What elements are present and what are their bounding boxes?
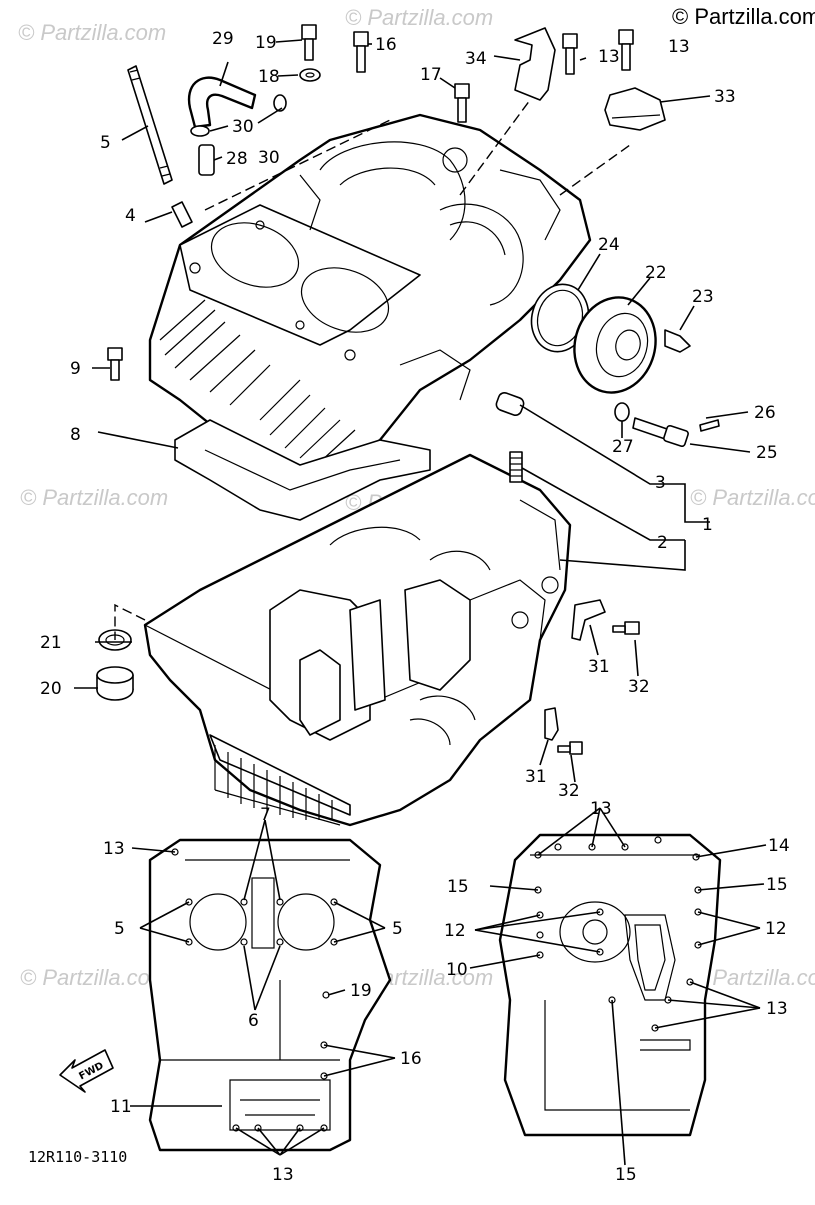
callout-3: 3 — [655, 473, 666, 493]
callout-14: 14 — [768, 836, 790, 856]
bolt — [618, 29, 634, 71]
callout-13: 13 — [598, 47, 620, 67]
bolt — [557, 741, 583, 755]
callout-25: 25 — [756, 443, 778, 463]
dowel-pin — [171, 201, 193, 228]
callout-5: 5 — [392, 919, 403, 939]
callout-4: 4 — [125, 206, 136, 226]
callout-31: 31 — [525, 767, 547, 787]
callout-15: 15 — [766, 875, 788, 895]
callout-32: 32 — [558, 781, 580, 801]
stud — [127, 65, 173, 185]
fwd-arrow-icon: FWD — [59, 1049, 114, 1093]
callout-5: 5 — [100, 133, 111, 153]
callout-12: 12 — [765, 919, 787, 939]
callout-12: 12 — [444, 921, 466, 941]
clamp — [571, 599, 606, 641]
bolt — [612, 621, 640, 635]
drain-plug — [96, 666, 134, 701]
callout-33: 33 — [714, 87, 736, 107]
callout-30: 30 — [258, 148, 280, 168]
callout-19: 19 — [350, 981, 372, 1001]
breather-pipe — [198, 144, 215, 176]
callout-9: 9 — [70, 359, 81, 379]
callout-24: 24 — [598, 235, 620, 255]
callout-18: 18 — [258, 67, 280, 87]
watermark: © Partzilla.com — [20, 485, 168, 510]
callout-1: 1 — [702, 515, 713, 535]
bolt — [107, 347, 123, 381]
callout-15: 15 — [447, 877, 469, 897]
callout-31: 31 — [588, 657, 610, 677]
callout-7: 7 — [260, 805, 271, 825]
diagram-code: 12R110-3110 — [28, 1148, 127, 1166]
callout-13: 13 — [103, 839, 125, 859]
callout-23: 23 — [692, 287, 714, 307]
callout-28: 28 — [226, 149, 248, 169]
callout-26: 26 — [754, 403, 776, 423]
drain-plug — [632, 417, 689, 448]
breather-hose — [187, 76, 257, 129]
hose-clip — [190, 125, 210, 137]
callout-11: 11 — [110, 1097, 132, 1117]
gasket — [174, 419, 431, 521]
gasket-washer — [614, 402, 630, 422]
callout-22: 22 — [645, 263, 667, 283]
watermark: © Partzilla.com — [690, 485, 815, 510]
callout-29: 29 — [212, 29, 234, 49]
pin — [699, 419, 720, 432]
washer — [299, 68, 321, 82]
callout-13: 13 — [590, 799, 612, 819]
callout-19: 19 — [255, 33, 277, 53]
oil-filter-cover — [573, 296, 657, 394]
cable-guide — [604, 87, 666, 131]
bracket — [514, 27, 556, 101]
callout-16: 16 — [400, 1049, 422, 1069]
credit-text: © Partzilla.com — [672, 4, 815, 29]
bolt — [454, 83, 470, 123]
callout-13: 13 — [668, 37, 690, 57]
callout-20: 20 — [40, 679, 62, 699]
callout-13: 13 — [766, 999, 788, 1019]
callout-32: 32 — [628, 677, 650, 697]
watermark: © Partzilla.com — [20, 965, 168, 990]
watermark: © Partzilla.com — [345, 5, 493, 30]
callout-34: 34 — [465, 49, 487, 69]
callout-27: 27 — [612, 437, 634, 457]
callout-6: 6 — [248, 1011, 259, 1031]
lower-crankcase — [143, 453, 572, 827]
callout-8: 8 — [70, 425, 81, 445]
hose-clip — [273, 94, 287, 112]
lower-case-bottom-view-left — [148, 838, 392, 1152]
sleeve — [495, 391, 525, 417]
watermark: © Partzilla.com — [18, 20, 166, 45]
callout-21: 21 — [40, 633, 62, 653]
leader-lines — [74, 39, 767, 1166]
callout-30: 30 — [232, 117, 254, 137]
bolt — [301, 24, 317, 61]
clamp — [544, 707, 559, 741]
bolt — [664, 329, 691, 353]
bolt — [562, 33, 578, 75]
callout-5: 5 — [114, 919, 125, 939]
callout-17: 17 — [420, 65, 442, 85]
callout-labels: 1 2 3 4 5 5 5 6 7 8 9 10 11 12 12 13 13 … — [40, 29, 790, 1185]
callout-16: 16 — [375, 35, 397, 55]
callout-15: 15 — [615, 1165, 637, 1185]
stud — [509, 451, 523, 483]
bolt — [353, 31, 369, 73]
callout-10: 10 — [446, 960, 468, 980]
lower-case-bottom-view-right — [498, 833, 722, 1137]
callout-13: 13 — [272, 1165, 294, 1185]
callout-2: 2 — [657, 533, 668, 553]
